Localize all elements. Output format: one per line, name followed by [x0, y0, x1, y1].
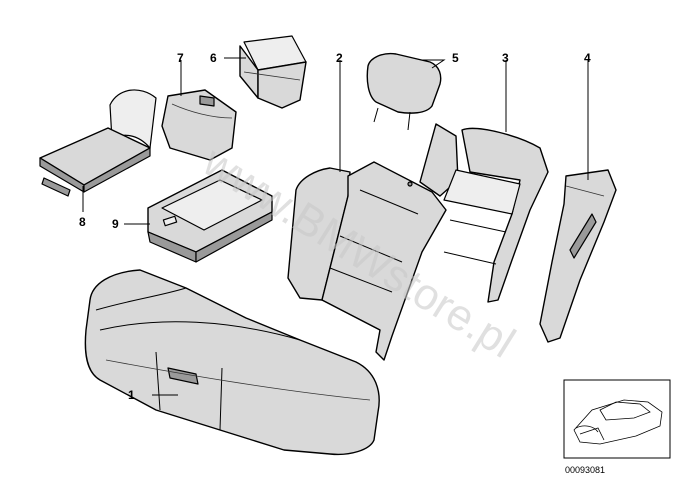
callout-6: 6 [210, 51, 217, 65]
diagram-id: 00093081 [565, 465, 605, 475]
callout-2: 2 [336, 51, 343, 65]
callout-4: 4 [584, 51, 591, 65]
callout-5: 5 [452, 51, 459, 65]
part-2-backrest [287, 161, 447, 361]
reference-thumbnail [563, 379, 671, 459]
part-7-pad [161, 89, 237, 161]
part-6-block [239, 35, 307, 109]
part-8-cover [39, 89, 157, 197]
callout-7: 7 [177, 51, 184, 65]
callout-8: 8 [79, 215, 86, 229]
callout-3: 3 [502, 51, 509, 65]
part-1-seat-cushion [84, 269, 380, 456]
part-3-backrest-frame [419, 123, 549, 303]
part-4-side-bolster [539, 169, 617, 343]
part-9-armrest [147, 169, 273, 263]
leader-lines [82, 57, 589, 396]
callout-1: 1 [128, 388, 135, 402]
callout-9: 9 [112, 217, 119, 231]
part-5-headrest [366, 52, 442, 131]
